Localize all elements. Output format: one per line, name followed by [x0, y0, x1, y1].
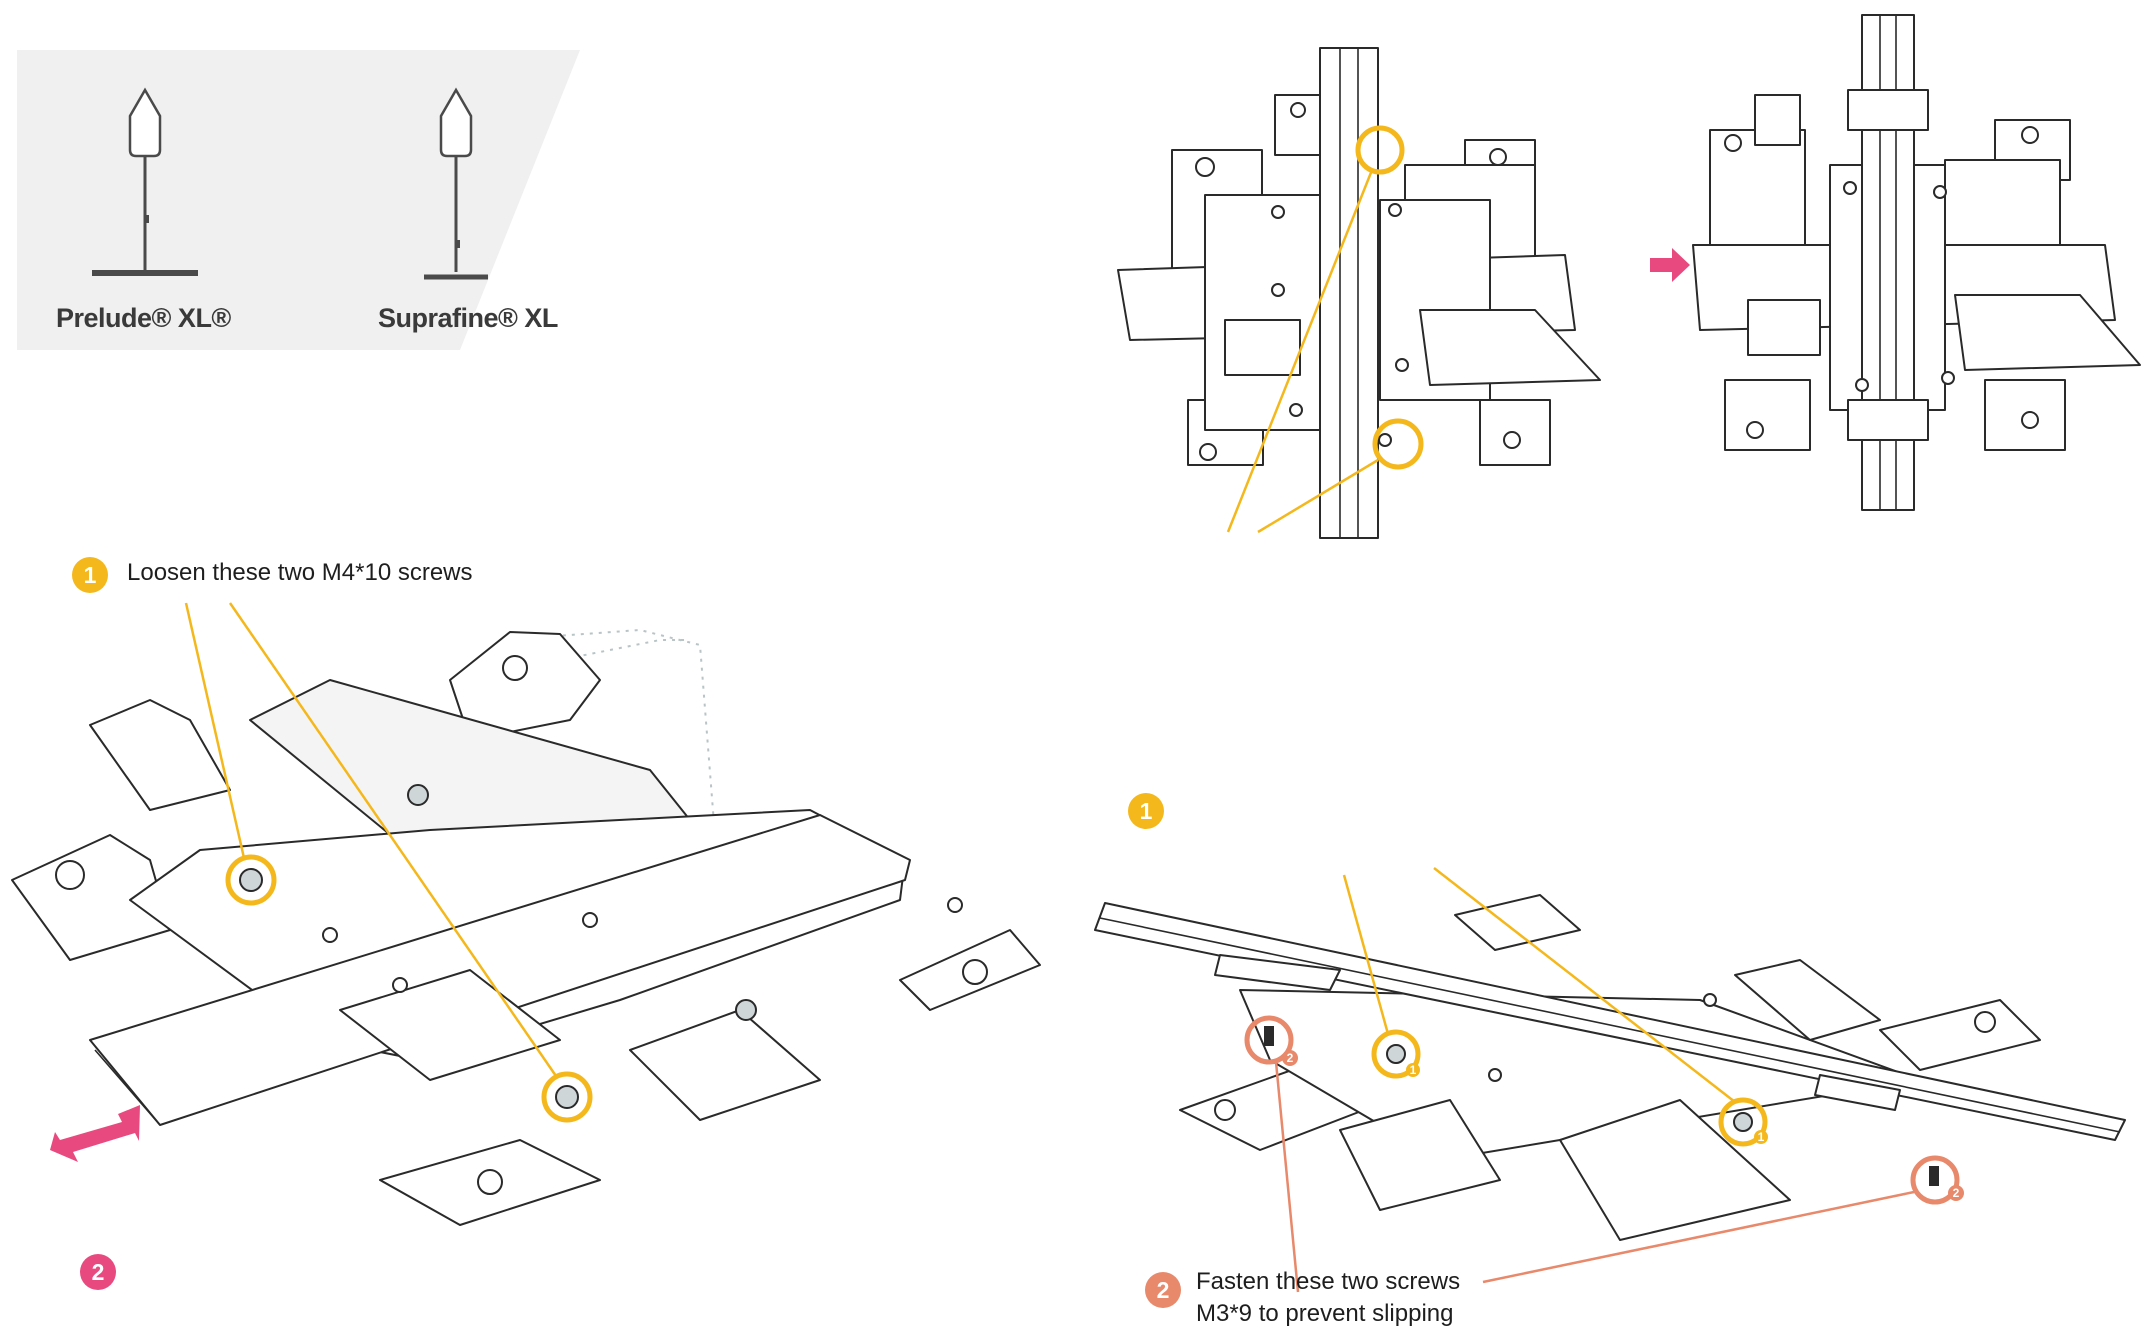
bracket-assembly-view [11, 602, 1041, 1226]
prelude-profile-icon [92, 87, 198, 276]
screw-callout-ring [225, 854, 277, 906]
step2-badge-right: 2 [1145, 1272, 1181, 1308]
installed-assembly-view: 1 1 2 2 [1094, 867, 2126, 1293]
step1-badge: 1 [72, 557, 108, 593]
profile-comparison-panel: Prelude® XL® Suprafine® XL [17, 50, 580, 350]
step2-badge: 2 [80, 1254, 116, 1290]
screw-icon [239, 784, 757, 1109]
screw-callout-ring-orange [1910, 1155, 1960, 1205]
pull-arrow-icon [50, 1105, 140, 1162]
step2-badge-right-number: 2 [1157, 1277, 1170, 1303]
screw-callout-ring [1355, 125, 1405, 175]
screw-callout-ring [1371, 1029, 1421, 1079]
step1-badge-right: 1 [1128, 793, 1164, 829]
plan-view-before [1117, 47, 1601, 539]
suprafine-profile-icon [424, 87, 488, 280]
svg-text:1: 1 [1410, 1063, 1417, 1077]
fasten-caption-line2: M3*9 to prevent slipping [1196, 1300, 1454, 1327]
svg-text:1: 1 [1758, 1130, 1765, 1144]
profile-label-suprafine: Suprafine® XL [378, 303, 558, 333]
screw-callout-ring [1372, 418, 1424, 470]
step2-badge-number: 2 [92, 1259, 105, 1285]
screw-callout-ring [1718, 1097, 1768, 1147]
screw-callout-ring-orange [1244, 1015, 1294, 1065]
svg-text:2: 2 [1953, 1186, 1960, 1200]
plan-view-after [1692, 14, 2141, 511]
svg-text:2: 2 [1287, 1051, 1294, 1065]
profile-label-prelude: Prelude® XL® [56, 303, 231, 333]
screw-callout-ring [541, 1071, 593, 1123]
push-arrow-icon [1650, 248, 1690, 282]
screw-icon [1264, 1026, 1939, 1186]
loosen-caption: Loosen these two M4*10 screws [127, 559, 473, 586]
step1-badge-number: 1 [84, 562, 97, 588]
fasten-caption-line1: Fasten these two screws [1196, 1268, 1461, 1295]
step1-badge-right-number: 1 [1140, 798, 1153, 824]
